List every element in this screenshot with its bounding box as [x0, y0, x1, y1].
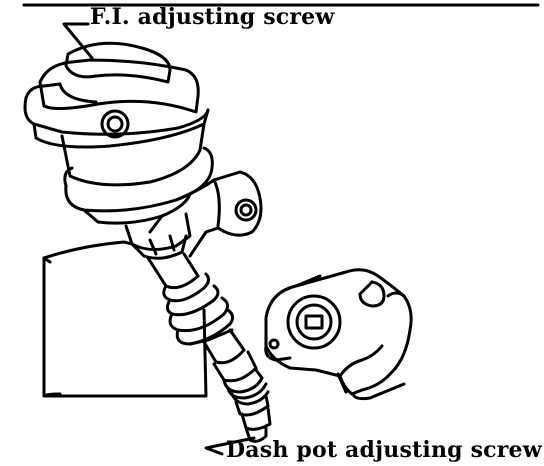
rubber-boot	[162, 272, 235, 346]
mounting-bracket	[148, 170, 263, 258]
fi-adjusting-screw-label: F.I. adjusting screw	[90, 4, 335, 30]
rod-upper	[146, 252, 200, 290]
fi-diaphragm-cap	[23, 41, 210, 149]
dash-pot-leader-line	[204, 436, 256, 456]
lower-stem	[202, 328, 258, 383]
lock-nut-stack	[222, 368, 270, 417]
lever-arm	[336, 372, 406, 401]
dash-pot-adjusting-screw-label: Dash pot adjusting screw	[226, 437, 542, 463]
carburetor-body	[42, 240, 208, 398]
fi-diaphragm-body	[60, 122, 214, 225]
